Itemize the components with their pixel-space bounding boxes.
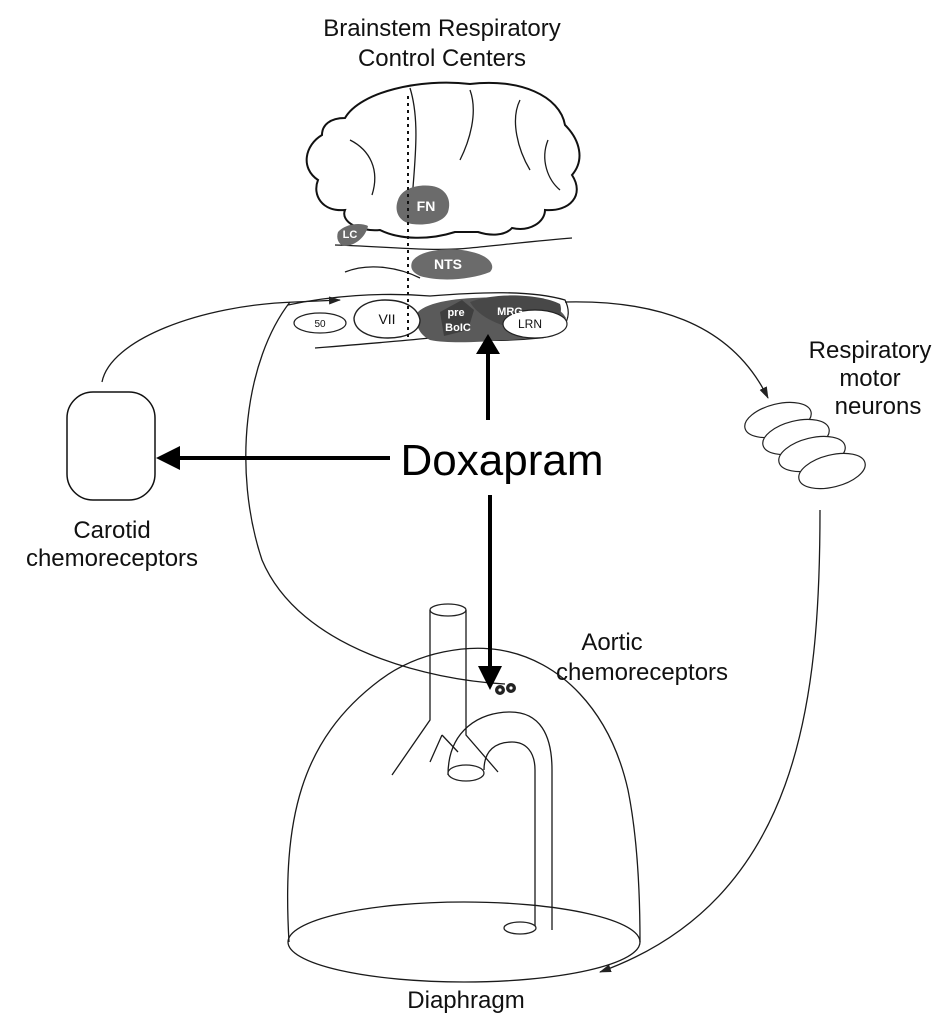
trachea — [392, 604, 498, 775]
motor-to-diaphragm-curve — [600, 510, 820, 972]
cerebellum-outline — [307, 83, 580, 278]
region-nts: NTS — [411, 249, 492, 279]
title-line2: Control Centers — [358, 45, 526, 72]
diaphragm-label: Diaphragm — [407, 987, 524, 1014]
carotid-body-shape — [67, 392, 155, 500]
label-pre: pre — [447, 307, 464, 319]
label-50: 50 — [314, 319, 326, 330]
carotid-afferent-curve — [102, 300, 340, 382]
carotid-label-line2: chemoreceptors — [26, 545, 198, 572]
label-vii: VII — [378, 311, 395, 327]
label-nts: NTS — [434, 256, 462, 272]
label-lrn: LRN — [518, 317, 542, 331]
carotid-label-line1: Carotid — [73, 517, 150, 544]
aortic-label-line1: Aortic — [581, 629, 642, 656]
title-line1: Brainstem Respiratory — [323, 15, 560, 42]
thorax-diaphragm — [288, 648, 640, 982]
motor-label-line2: motor — [839, 365, 900, 392]
aortic-label-line2: chemoreceptors — [556, 659, 728, 686]
motor-label-line3: neurons — [835, 393, 922, 420]
region-lc: LC — [337, 224, 368, 246]
doxapram-label: Doxapram — [401, 436, 604, 485]
aorta — [448, 712, 552, 934]
region-fn: FN — [397, 186, 450, 225]
aortic-bodies — [495, 683, 516, 695]
label-lc: LC — [343, 229, 358, 241]
label-fn: FN — [417, 198, 436, 214]
label-boic: BoIC — [445, 322, 471, 334]
doxapram-arrows — [156, 334, 502, 690]
motor-label-line1: Respiratory — [809, 337, 932, 364]
efferent-to-motor-curve — [565, 302, 768, 398]
